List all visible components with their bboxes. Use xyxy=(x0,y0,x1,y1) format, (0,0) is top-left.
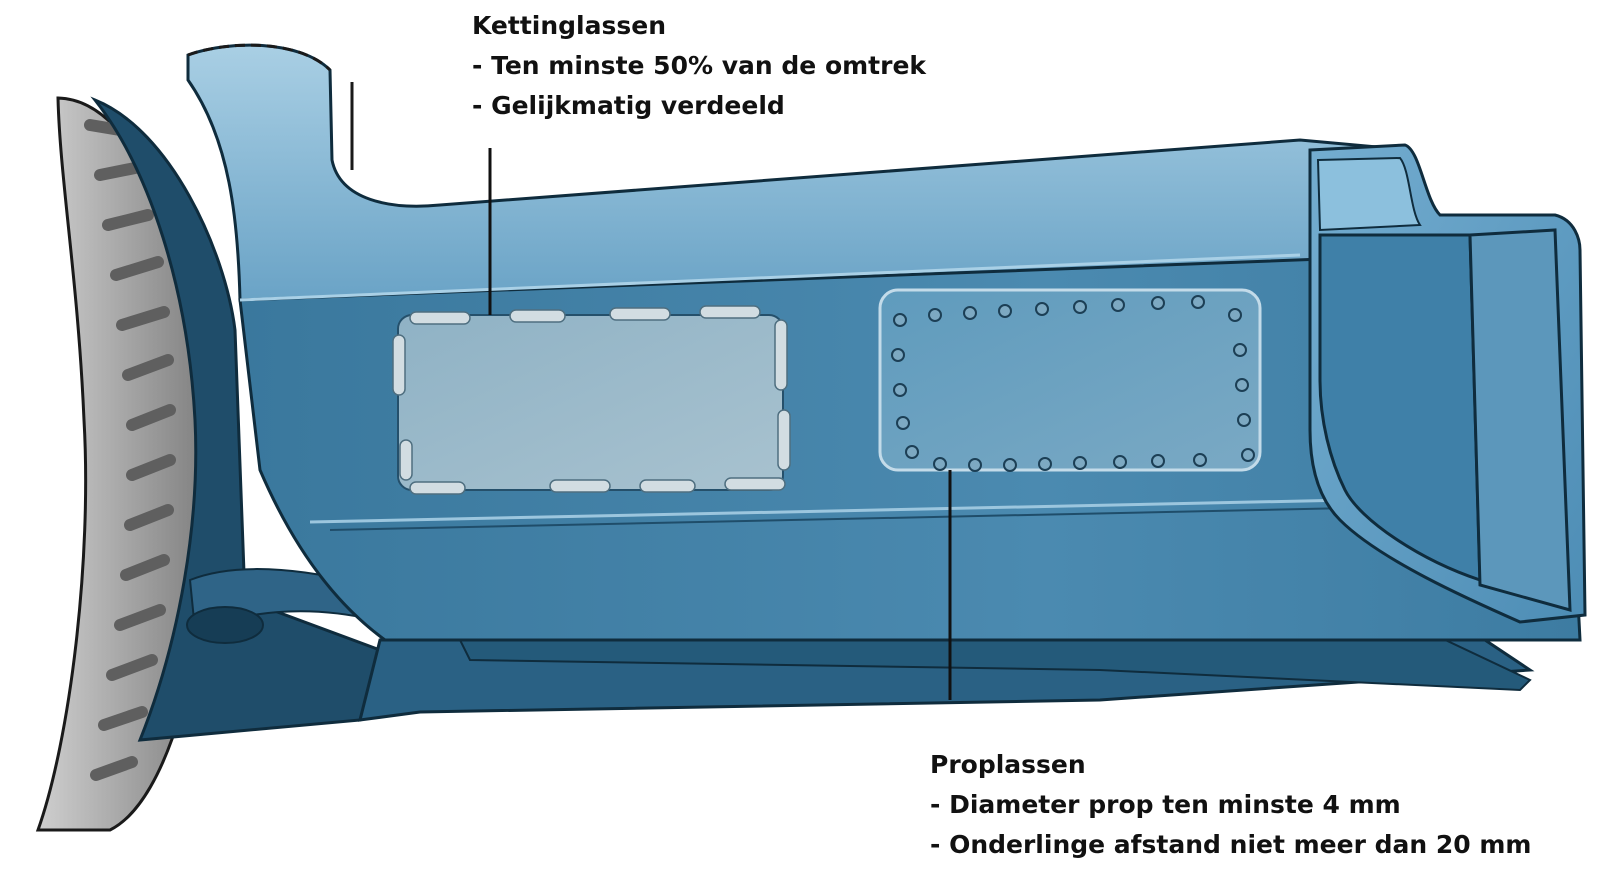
plug-weld-dots xyxy=(891,295,1255,472)
chain-weld-beads xyxy=(392,305,791,495)
plug-weld-requirement: - Diameter prop ten minste 4 mm xyxy=(930,790,1401,819)
plug-weld-requirement: - Onderlinge afstand niet meer dan 20 mm xyxy=(930,830,1532,859)
pillar xyxy=(186,43,1562,302)
floor-flange xyxy=(358,626,1535,722)
tire xyxy=(35,96,212,832)
plug-weld-patch xyxy=(878,288,1262,472)
plug-weld-title: Proplassen xyxy=(930,750,1086,779)
chain-weld-requirement: - Ten minste 50% van de omtrek xyxy=(472,51,927,80)
chain-weld-requirement: - Gelijkmatig verdeeld xyxy=(472,91,785,120)
chain-weld-patch xyxy=(392,305,791,495)
chain-weld-title: Kettinglassen xyxy=(472,11,667,40)
sill-end-profile xyxy=(1308,143,1587,624)
plug-weld-annotation: Proplassen - Diameter prop ten minste 4 … xyxy=(930,745,1531,865)
chain-weld-annotation: Kettinglassen - Ten minste 50% van de om… xyxy=(472,6,926,126)
